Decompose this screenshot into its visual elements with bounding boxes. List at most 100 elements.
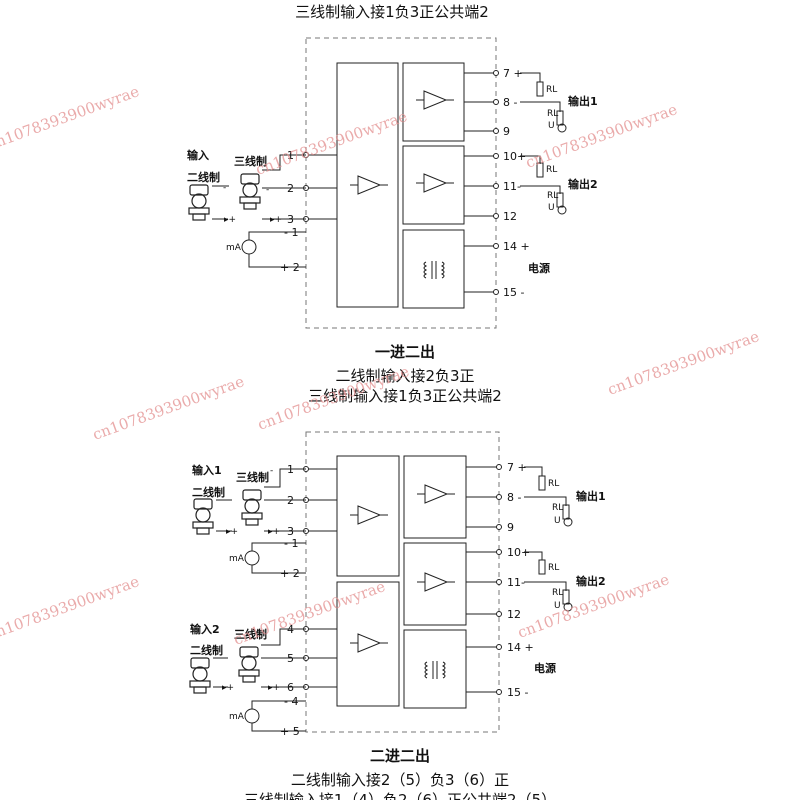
d1-line1: 二线制输入接2负3正 [335, 367, 474, 385]
output1-label: 输出1 [568, 94, 598, 108]
svg-text:▸+: ▸+ [222, 683, 234, 693]
output2-amplifier-icon-2 [416, 572, 456, 592]
svg-text:-: - [266, 185, 269, 195]
u2-2: U [554, 601, 561, 611]
terminal2-15: 15 - [507, 686, 528, 699]
watermarks: cn1078393900wyrae cn1078393900wyrae cn10… [0, 82, 762, 649]
output2-amplifier-icon [415, 173, 455, 193]
power-block-2 [403, 629, 467, 709]
terminal2-8: 8 - [507, 491, 521, 504]
input2-block [336, 581, 400, 707]
svg-text:▸+: ▸+ [270, 215, 282, 225]
rl2-1b: RL [552, 503, 563, 513]
diagram-one-in-two-out: 1 2 3 输入 二线制 三线制 - ▸+ - ▸+ mA - 1 + 2 [187, 37, 598, 329]
power-label: 电源 [528, 261, 550, 275]
terminal2-14: 14 + [507, 641, 534, 654]
svg-text:▸+: ▸+ [224, 215, 236, 225]
output1-amplifier-icon [415, 90, 455, 110]
transformer-icon [423, 260, 445, 280]
power-label-2: 电源 [534, 661, 556, 675]
rl2-2b: RL [552, 588, 563, 598]
rl2-2: RL [548, 563, 559, 573]
ma2-label: mA [229, 712, 245, 722]
output-terminals-2: 7 + 8 - 9 10+ 11- 12 14 + 15 - [466, 461, 534, 699]
terminal-12: 12 [503, 210, 517, 223]
u-1: U [548, 121, 555, 131]
two-wire-sensor-icon-2a [192, 498, 214, 535]
rl2-1: RL [548, 479, 559, 489]
watermark: cn1078393900wyrae [253, 107, 409, 179]
terminal-9: 9 [503, 125, 510, 138]
d2-title: 二进二出 [370, 747, 430, 765]
output2-label: 输出2 [568, 177, 598, 191]
terminal2-7: 7 + [507, 461, 527, 474]
svg-text:▸+: ▸+ [268, 527, 280, 537]
output1-label-2: 输出1 [576, 489, 606, 503]
output2-block [402, 145, 465, 225]
terminal2-12: 12 [507, 608, 521, 621]
terminal2-10: 10+ [507, 546, 530, 559]
output-terminals: 7 + 8 - 9 10+ 11- 12 14 + 15 - [464, 67, 530, 299]
svg-text:-: - [270, 466, 273, 476]
u2-1: U [554, 516, 561, 526]
output1-amplifier-icon-2 [416, 484, 456, 504]
terminal-15: 15 - [503, 286, 524, 299]
three-wire-label: 三线制 [234, 154, 267, 168]
ma1-terminal-minus: - 1 [284, 537, 298, 550]
input1-label: 输入1 [192, 463, 222, 477]
three-wire-label-2b: 三线制 [234, 627, 267, 641]
ma1-label: mA [229, 554, 245, 564]
input-amplifier-icon [349, 175, 389, 195]
three-wire-sensor-icon-2a [241, 489, 263, 526]
module-outline [305, 37, 497, 329]
terminal2-11: 11- [507, 576, 525, 589]
two-wire-sensor-icon-2b [189, 657, 211, 694]
input2-amplifier-icon [349, 633, 389, 653]
rl-2b: RL [547, 191, 558, 201]
input2-label: 输入2 [190, 622, 220, 636]
top-caption: 三线制输入接1负3正公共端2 [295, 3, 489, 21]
output1-block-2 [403, 455, 467, 539]
output2-block-2 [403, 542, 467, 626]
two-wire-sensor-icon [188, 184, 210, 221]
input-label: 输入 [187, 148, 209, 162]
ma-terminal-minus: - 1 [284, 226, 298, 239]
three-wire-sensor-icon [239, 173, 261, 210]
d2-line1: 二线制输入接2（5）负3（6）正 [291, 771, 509, 789]
ma-terminal-plus: + 2 [280, 261, 300, 274]
terminal-10: 10+ [503, 150, 526, 163]
watermark: cn1078393900wyrae [0, 82, 142, 154]
terminal-8: 8 - [503, 96, 517, 109]
ma2-terminal-plus: + 5 [280, 725, 300, 738]
watermark: cn1078393900wyrae [605, 327, 761, 399]
watermark: cn1078393900wyrae [90, 372, 246, 444]
input1-block [336, 455, 400, 577]
watermark: cn1078393900wyrae [231, 577, 387, 649]
input1-amplifier-icon [349, 505, 389, 525]
terminal-11: 11- [503, 180, 521, 193]
rl-1: RL [546, 85, 557, 95]
ma-label: mA [226, 243, 242, 253]
rl-1b: RL [547, 109, 558, 119]
two-wire-label-2a: 二线制 [192, 485, 225, 499]
power-block [402, 229, 465, 309]
svg-text:-: - [223, 183, 226, 193]
input-block [336, 62, 399, 308]
svg-text:▸+: ▸+ [268, 683, 280, 693]
output2-label-2: 输出2 [576, 574, 606, 588]
ma2-terminal-minus: - 4 [284, 695, 298, 708]
diagram-two-in-two-out: 1 2 3 输入1 二线制 三线制 - ▸+ ▸+ mA - 1 + 2 4 5… [189, 431, 606, 738]
svg-text:▸+: ▸+ [226, 527, 238, 537]
ma1-terminal-plus: + 2 [280, 567, 300, 580]
d1-title: 一进二出 [375, 343, 435, 361]
two-wire-label: 二线制 [187, 170, 220, 184]
d1-line2: 三线制输入接1负3正公共端2 [308, 387, 502, 405]
watermark: cn1078393900wyrae [0, 572, 142, 644]
d2-line2: 三线制输入接1（4）负2（6）正公共端2（5） [244, 791, 556, 800]
three-wire-sensor-icon-2b [238, 646, 260, 683]
terminal-7: 7 + [503, 67, 523, 80]
output1-block [402, 62, 465, 142]
three-wire-label-2a: 三线制 [236, 470, 269, 484]
rl-2: RL [546, 165, 557, 175]
u-2: U [548, 203, 555, 213]
